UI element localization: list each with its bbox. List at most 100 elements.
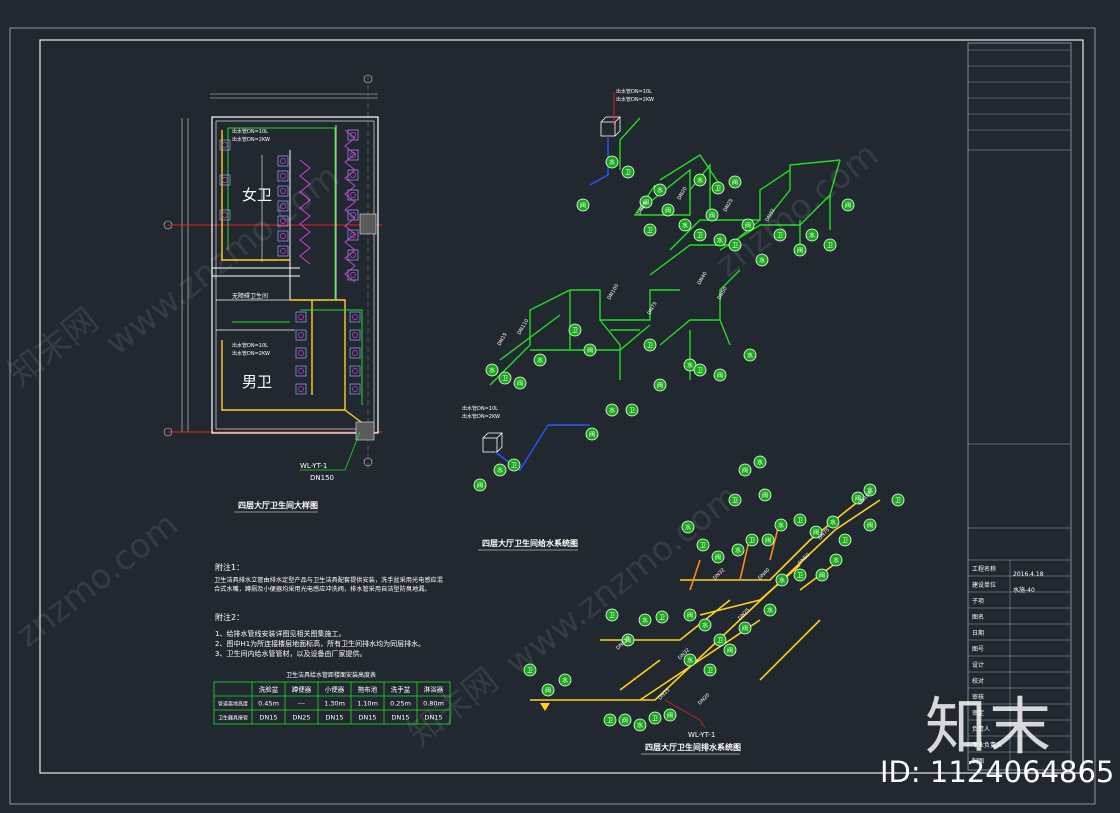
drain-fixture-mark-label: 水 — [735, 547, 741, 555]
drain-fixture-mark — [815, 568, 829, 582]
drain-fixture-mark-label: 阀 — [813, 529, 819, 537]
squat-pan — [219, 139, 231, 151]
drain-fixture-mark — [633, 718, 647, 732]
supply-fixture-mark-label: 水 — [657, 187, 663, 195]
drain-fixture-mark-label: 水 — [833, 557, 839, 565]
drain-fixture-mark-label: 阀 — [727, 647, 733, 655]
supply-fixture-mark — [605, 155, 619, 169]
squat-pan — [295, 365, 307, 377]
title-block-row-label: 建设单位 — [972, 581, 996, 589]
supply-fixture-mark — [493, 463, 507, 477]
supply-fixture-mark-label: 卫 — [777, 233, 783, 240]
squat-pan — [277, 230, 289, 242]
title-block-row-label: 设计 — [972, 661, 984, 669]
supply-fixture-mark-label: 卫 — [572, 328, 578, 335]
drain-fixture-mark — [738, 621, 752, 635]
outer-border — [9, 27, 1096, 805]
supply-pipe — [619, 117, 641, 170]
supply-fixture-mark — [713, 233, 727, 247]
drain-pipe — [619, 659, 661, 691]
drain-fixture-mark-label: 阀 — [765, 537, 771, 545]
supply-fixture-mark-label: 水 — [717, 237, 723, 245]
drain-fixture-mark-label: 水 — [687, 657, 693, 665]
drain-fixture-mark — [738, 463, 752, 477]
drain-fixture-mark-label: 卫 — [842, 538, 848, 545]
table-cell: DN25 — [292, 714, 310, 722]
drain-fixture-mark — [826, 515, 840, 529]
squat-pan — [277, 185, 289, 197]
drain-pipe — [560, 499, 881, 701]
drain-fixture-mark — [558, 673, 572, 687]
supply-fixture-mark — [513, 376, 527, 390]
table-header-cell: 淋浴器 — [424, 685, 444, 694]
table-cell: DN15 — [325, 714, 343, 722]
drain-fixture-mark-label: 水 — [767, 607, 773, 615]
fixture-height-table: 卫生洁具给水管距楼面安装高度表 管道离地高度卫生器具接管洗脸盆0.45mDN15… — [213, 671, 451, 725]
supply-pipe-tag: DN25 — [723, 198, 735, 213]
plan-title: 四层大厅卫生间大样图 — [238, 500, 318, 510]
supply-fixture-mark-label: 阀 — [709, 212, 715, 220]
supply-pipe — [489, 289, 680, 386]
squat-pan — [295, 329, 307, 341]
drain-fixture-mark — [851, 491, 865, 505]
note2-title: 附注2： — [215, 612, 244, 622]
table-cell: 0.80m — [423, 700, 444, 708]
supply-fixture-mark — [693, 363, 707, 377]
supply-fixture-mark — [639, 195, 653, 209]
drain-fixture-mark-label: 水 — [702, 622, 708, 630]
fixture-table-caption: 卫生洁具给水管距楼面安装高度表 — [286, 671, 376, 679]
drain-fixture-mark — [761, 533, 775, 547]
drain-fixture-mark — [863, 518, 877, 532]
drain-pipe-tag: DN25 — [737, 607, 751, 621]
drain-fixture-mark — [763, 603, 777, 617]
drain-fixture-mark — [618, 713, 632, 727]
squat-pan — [347, 209, 359, 221]
drain-fixture-mark — [648, 711, 662, 725]
drain-fixture-mark-label: 卫 — [749, 538, 755, 545]
supply-fixture-mark-label: 卫 — [629, 408, 635, 415]
lower-tank-note-b: 出水管DN=2KW — [462, 413, 500, 420]
squat-pan — [349, 311, 361, 323]
table-header-cell: 洗脸盆 — [259, 685, 279, 694]
title-block-sheet-no: 水施-40 — [1013, 586, 1035, 594]
supply-pipe — [639, 168, 691, 211]
note1-title: 附注1： — [215, 562, 244, 572]
plan-riser-label: WL-YT-1 — [300, 462, 327, 470]
squat-pan — [295, 347, 307, 359]
notes-block: 附注1： 卫生洁具排水立管由排水定型产品与卫生洁具配套提供安装，洗手盆采用光电感… — [214, 562, 443, 658]
drain-fixture-mark — [891, 493, 905, 507]
drain-fixture-mark-label: 卫 — [652, 716, 658, 723]
drain-fixture-mark-label: 卫 — [609, 613, 615, 620]
supply-fixture-mark-label: 阀 — [580, 202, 586, 210]
drain-fixture-mark-label: 阀 — [715, 554, 721, 562]
drain-fixture-mark — [775, 573, 789, 587]
drain-branch — [739, 544, 749, 581]
supply-pipe-tag: DN15 — [637, 201, 649, 216]
supply-fixture-mark — [653, 378, 667, 392]
supply-fixture-mark — [625, 403, 639, 417]
drain-fixture-mark-label: 卫 — [707, 668, 713, 675]
supply-fixture-mark-label: 卫 — [647, 343, 653, 350]
supply-fixture-mark-label: 水 — [537, 357, 543, 365]
room-label-female: 女卫 — [242, 186, 272, 204]
drain-pipe — [759, 619, 821, 681]
supply-tank-note-a: 出水管DN=10L — [616, 88, 652, 95]
drain-pipe-tag: DN20 — [697, 692, 711, 706]
squat-pan — [277, 215, 289, 227]
supply-fixture-mark-label: 水 — [759, 257, 765, 265]
table-cell: DN15 — [358, 714, 376, 722]
table-header-cell: 洗手盆 — [391, 685, 411, 694]
supply-fixture-mark-label: 阀 — [589, 431, 595, 439]
table-cell: 1.10m — [357, 700, 378, 708]
drain-fixture-mark — [838, 533, 852, 547]
supply-fixture-mark-label: 水 — [489, 367, 495, 375]
table-header-cell: 小便器 — [325, 685, 345, 694]
drain-fixture-mark-label: 水 — [642, 617, 648, 625]
supply-fixture-mark-label: 卫 — [697, 233, 703, 240]
supply-pipe — [659, 154, 721, 186]
supply-pipe-tag: DN75 — [647, 301, 659, 316]
drain-riser-label: WL-YT-1 — [688, 731, 715, 739]
squat-pan — [349, 329, 361, 341]
squat-pan — [347, 129, 359, 141]
